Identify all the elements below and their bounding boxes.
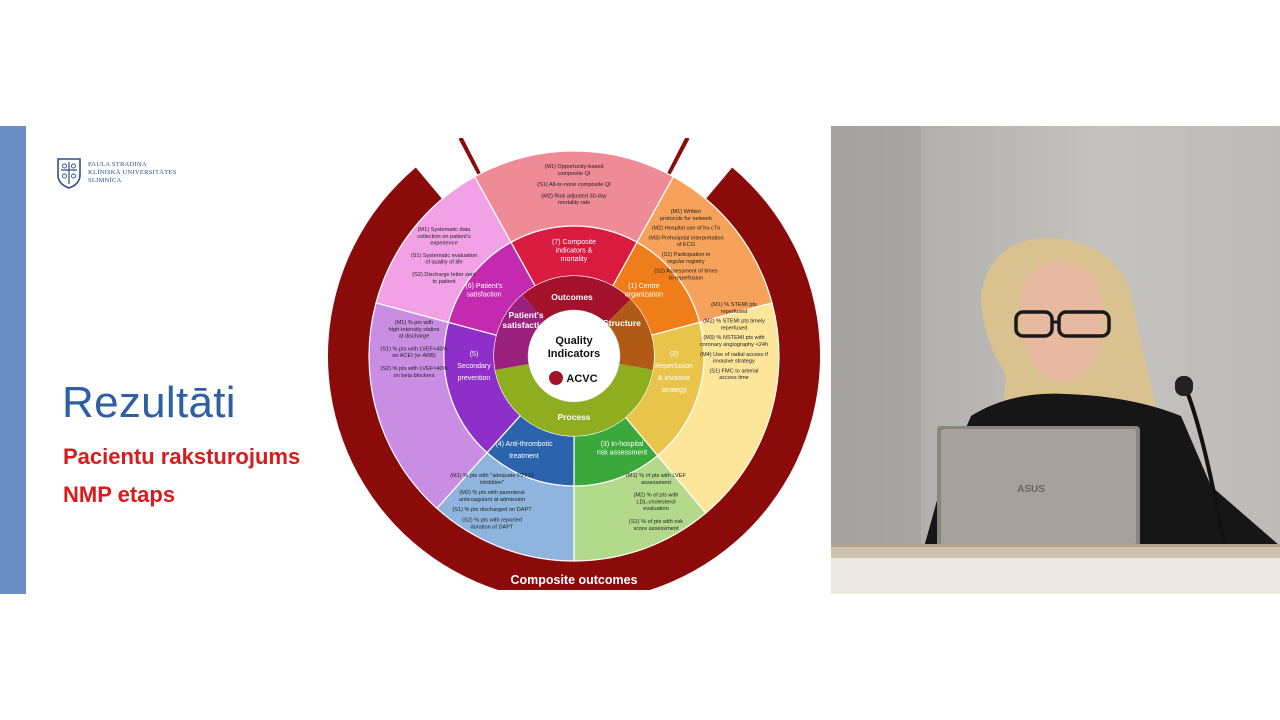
logo-line-3: SLIMNĪCA: [88, 177, 122, 184]
microphone-icon: [1175, 376, 1193, 396]
outer-band-top-notch: [462, 138, 686, 174]
presentation-slide: PAULA STRADIŅA KLĪNISKĀ UNIVERSITĀTES SL…: [0, 126, 831, 594]
laptop-brand: ASUS: [1017, 484, 1045, 495]
ring-process: [495, 363, 653, 436]
hospital-logo: PAULA STRADIŅA KLĪNISKĀ UNIVERSITĀTES SL…: [56, 157, 186, 193]
outer-band-gap-left: [414, 138, 477, 198]
ring-label-structure: Structure: [603, 318, 641, 328]
composite-outcomes-label: Composite outcomes: [510, 573, 637, 587]
logo-line-2: KLĪNISKĀ UNIVERSITĀTES: [88, 169, 177, 176]
ring-label-process: Process: [557, 412, 590, 422]
ring-label-outcomes: Outcomes: [551, 292, 593, 302]
slide-subtitle-1: Pacientu raksturojums: [63, 444, 301, 469]
glasses-left-icon: [1014, 310, 1054, 338]
slide-subtitle-2: NMP etaps: [63, 482, 176, 507]
wheel-wedges: [328, 138, 820, 590]
indicator-centre-1: (M2) Hospital use of hs-cTn: [652, 226, 721, 232]
desk-edge: [831, 544, 1280, 558]
speaker-face: [1021, 261, 1104, 382]
slide-accent-bar: [0, 126, 26, 594]
speaker-video-frame: ASUS: [831, 126, 1280, 594]
center-brand: ACVC: [566, 373, 597, 385]
ring-satisfaction: [494, 294, 545, 370]
indicator-composite-1: (S1) All-or-none composite QI: [537, 182, 611, 188]
logo-line-1: PAULA STRADIŅA: [88, 161, 147, 168]
indicator-secondary-2: (S2) % pts with LVEF<40%on beta blockers: [380, 366, 447, 379]
outer-band-gap-right: [671, 138, 734, 198]
video-wall-shadow: [831, 126, 921, 594]
slide-title: Rezultāti: [62, 378, 236, 427]
desk-front: [831, 558, 1280, 594]
composite-outcomes-band: [328, 167, 820, 590]
glasses-right-icon: [1057, 310, 1111, 338]
indicator-antithrombotic-2: (S1) % pts discharged on DAPT: [452, 507, 532, 513]
ring-structure: [606, 299, 654, 370]
hospital-crest-icon: [57, 158, 81, 189]
acvc-heart-icon: [549, 371, 563, 385]
indicator-secondary-1: (S1) % pts with LVEF<40%on ACEI (or ARB): [380, 346, 447, 359]
speaker-video: ASUS: [831, 126, 1280, 594]
laptop-surface: [941, 429, 1136, 545]
ring-outcomes: [522, 276, 631, 324]
